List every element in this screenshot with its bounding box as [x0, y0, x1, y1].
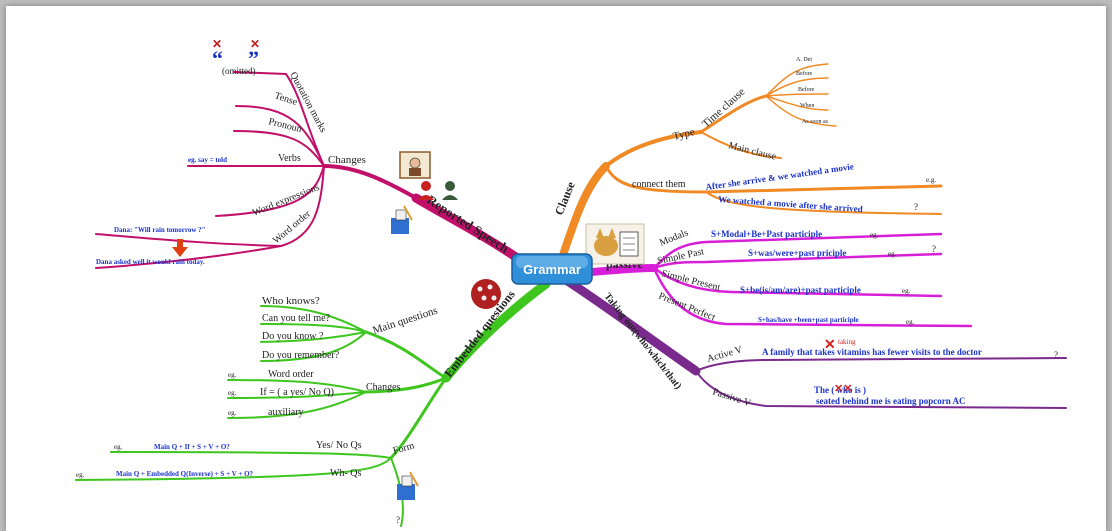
taking-active-note: taking [838, 338, 856, 346]
embedded-main-item-4: Do you remember? [262, 350, 340, 361]
quote-close-icon: ✕ ” [248, 37, 260, 71]
clause-time-item-2: Before [796, 70, 813, 77]
taking-active-example: A family that takes vitamins has fewer v… [762, 347, 982, 357]
passive-simple-present-eg: eg. [902, 287, 911, 295]
embedded-form-label: Form [392, 440, 416, 457]
passive-modals-eg: eg. [870, 231, 879, 239]
embedded-change-eg-3: eg. [228, 409, 237, 417]
people-icon [418, 181, 458, 200]
embedded-changes-label: Changes [366, 382, 401, 393]
reported-changes-label: Changes [328, 154, 366, 166]
passive-simple-past-eg: eg. [888, 250, 897, 258]
embedded-wh-label: Wh- Qs [330, 468, 361, 479]
clause-time-item-5: As soon as [802, 119, 829, 125]
taking-out-branch [561, 275, 1067, 409]
reported-sub-pronoun: Pronoun [267, 116, 303, 135]
taking-question: ? [1054, 350, 1058, 360]
pencil-icon [391, 205, 413, 234]
embedded-change-item-1: Word order [268, 369, 314, 380]
passive-branch [588, 232, 973, 328]
embedded-main-item-2: Can you tell me? [262, 313, 331, 324]
mind-map-canvas: Reported Speech Changes Quotation marks … [6, 6, 1106, 531]
passive-present-perfect-label: Present Perfect [657, 291, 717, 324]
down-arrow-icon [172, 239, 188, 257]
embedded-change-eg-2: eg. [228, 389, 237, 397]
passive-present-perfect-formula: S+has/have +been+past participle [758, 316, 859, 324]
embedded-question: ? [396, 515, 400, 525]
embedded-yes-no-label: Yes/ No Qs [316, 440, 362, 451]
passive-simple-present-formula: S+be(is/am/are)+past participle [740, 285, 861, 295]
reported-speech-branch [95, 71, 531, 269]
taking-passive-example-1: The ( who is ) [814, 385, 866, 395]
clause-question: ? [914, 202, 918, 212]
embedded-main-questions-label: Main questions [371, 305, 439, 337]
clause-type-label: Type [672, 126, 696, 143]
clause-branch [558, 63, 943, 262]
mind-map: Reported Speech Changes Quotation marks … [75, 37, 1067, 527]
clause-connect-label: connect them [632, 179, 686, 190]
central-node[interactable]: Grammar [511, 253, 593, 285]
passive-simple-present-label: Simple Present [660, 268, 721, 293]
embedded-yes-no-eg: eg. [114, 443, 123, 451]
embedded-questions-branch [75, 279, 551, 527]
passive-simple-past-formula: S+was/were+past priciple [748, 248, 846, 258]
central-node-label: Grammar [523, 262, 581, 277]
cross-icon-2: ✕✕ [834, 383, 852, 395]
clause-time-item-4: When [800, 103, 814, 109]
pencil-icon-2 [397, 471, 419, 500]
reported-note-omitted: (omitted) [222, 66, 256, 76]
embedded-yes-no-formula: Main Q + If + S + V + O? [154, 443, 230, 451]
embedded-wh-formula: Main Q + Embedded Q(Inverse) + S + V + O… [116, 470, 254, 478]
reported-example-2: Dana asked well it would rain today. [96, 258, 205, 266]
quote-open-icon: ✕ “ [212, 37, 223, 71]
clause-time-item-3: Before [798, 86, 815, 93]
cat-icon [585, 223, 645, 265]
cross-icon: ✕ [824, 338, 836, 353]
rubiks-cube-icon [471, 279, 501, 309]
embedded-change-item-2: If = ( a yes/ No Q) [260, 387, 334, 398]
clause-main-label: Main clause [727, 140, 777, 163]
clause-connect-example-2: We watched a movie after she arrived [718, 194, 863, 214]
embedded-wh-eg: eg. [76, 471, 85, 479]
svg-text:✕: ✕ [250, 37, 260, 51]
taking-passive-label: Passive V [711, 386, 753, 409]
teacher-icon [399, 151, 431, 179]
reported-example-1: Dana: "Will rain tomorrow ?" [114, 226, 206, 234]
clause-eg: e.g. [926, 176, 936, 184]
passive-modals-formula: S+Modal+Be+Past participle [711, 229, 822, 239]
embedded-change-eg-1: eg. [228, 371, 237, 379]
reported-sub-verbs: Verbs [278, 153, 301, 164]
reported-note-verbs: eg. say = told [188, 156, 227, 164]
clause-time-item-1: A. Det [796, 57, 812, 63]
reported-speech-label: Reported Speech [424, 192, 512, 256]
embedded-main-item-1: Who knows? [262, 295, 320, 307]
svg-text:”: ” [248, 46, 259, 71]
svg-text:✕: ✕ [212, 37, 222, 51]
embedded-main-item-3: Do you know ? [262, 331, 324, 342]
embedded-change-item-3: auxiliary [268, 407, 304, 418]
clause-label: Clause [552, 179, 578, 217]
passive-present-perfect-eg: eg. [906, 318, 915, 326]
svg-text:“: “ [212, 46, 223, 71]
reported-sub-word-expressions: Word expressions [251, 182, 321, 219]
passive-question: ? [932, 244, 936, 254]
taking-passive-example-2: seated behind me is eating popcorn AC [816, 396, 966, 406]
